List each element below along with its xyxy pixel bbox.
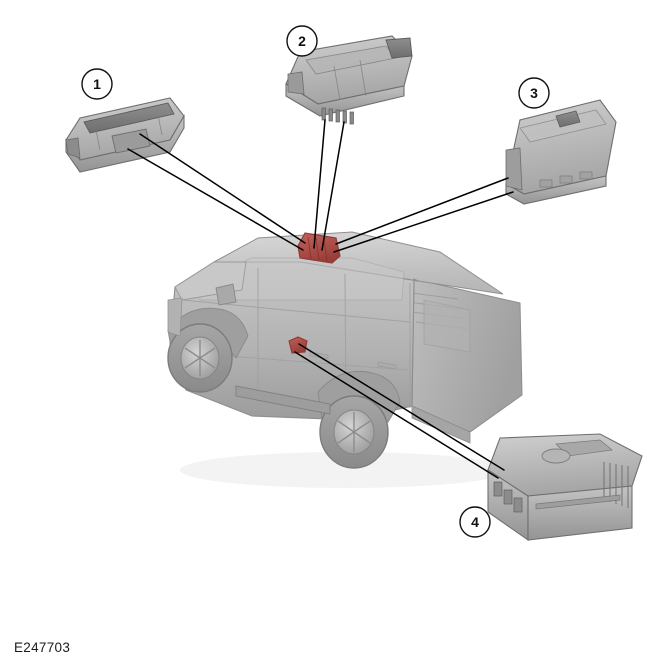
vehicle-body (167, 231, 523, 488)
module-4 (487, 433, 643, 542)
vehicle-rear-window (423, 299, 471, 353)
leader-lines (127, 119, 514, 479)
module-2 (285, 35, 413, 125)
callout-2-circle[interactable] (286, 25, 318, 57)
module-2-connector-pins (321, 107, 354, 125)
callout-4-circle[interactable] (459, 506, 491, 538)
rear-rim-spokes (337, 412, 371, 452)
vehicle-window-band (199, 257, 405, 301)
leader-3b (333, 191, 514, 253)
leader-1a (139, 133, 306, 244)
module-4-mount-boss (541, 448, 571, 464)
vehicle-shadow (180, 452, 510, 488)
callout-3-circle[interactable] (518, 77, 550, 109)
vehicle-front-wing (167, 297, 183, 337)
leader-2b (321, 121, 345, 251)
leader-1b (127, 148, 304, 251)
leader-4a (298, 343, 505, 471)
module-1 (65, 97, 185, 173)
module-3 (505, 99, 617, 205)
front-rim-spokes (184, 340, 216, 376)
instrument-panel-highlight (297, 232, 341, 264)
leader-4b (294, 351, 499, 479)
figure-id-label: E247703 (14, 640, 71, 655)
leader-2a (313, 119, 326, 249)
callout-circles (81, 25, 550, 538)
callout-1-circle[interactable] (81, 68, 113, 100)
side-step (235, 385, 331, 415)
body-panel-highlight (288, 336, 308, 354)
side-mirror (215, 283, 237, 306)
leader-3a (335, 177, 509, 245)
module-4-connectors (493, 481, 523, 513)
